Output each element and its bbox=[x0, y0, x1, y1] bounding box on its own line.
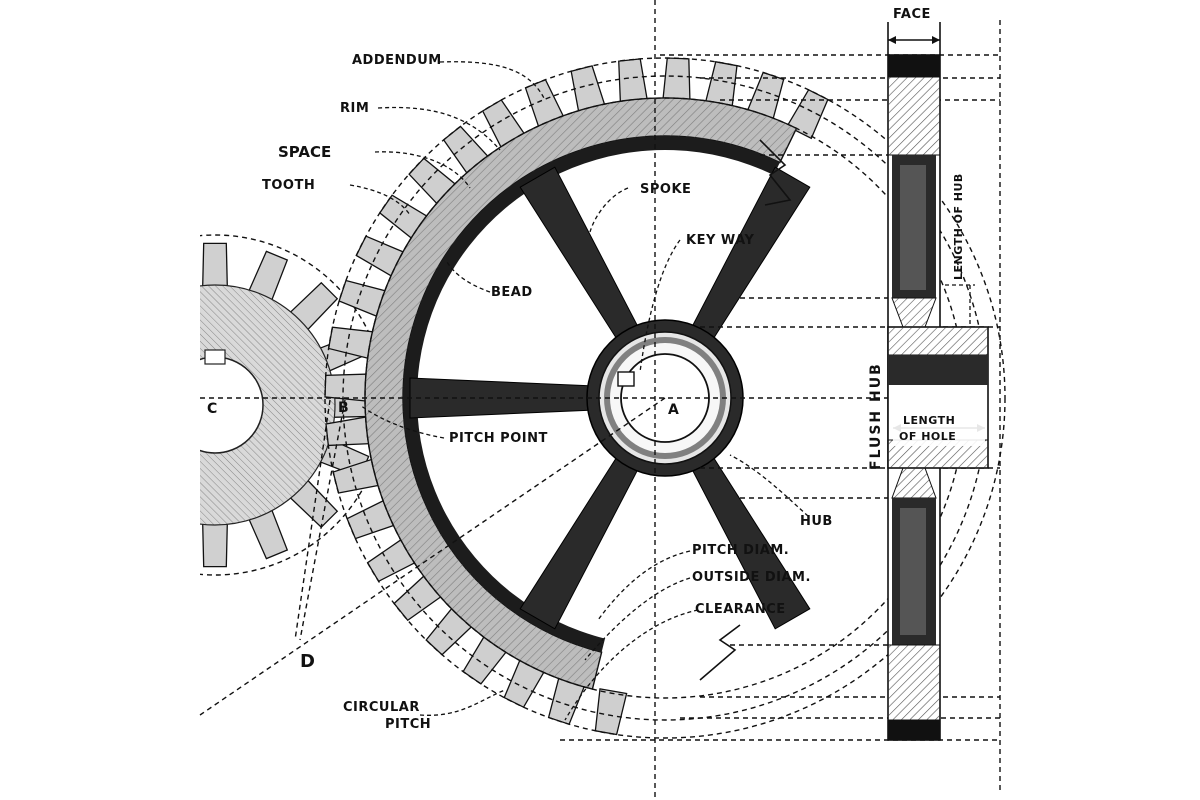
label-length-of-hub: LENGTH OF HUB bbox=[952, 173, 965, 280]
label-of-hole: OF HOLE bbox=[899, 430, 956, 443]
label-outside-diam: OUTSIDE DIAM. bbox=[692, 570, 811, 585]
pinion-gear bbox=[200, 234, 386, 576]
label-circular: CIRCULAR bbox=[343, 700, 420, 715]
point-a: A bbox=[668, 402, 679, 418]
label-bead: BEAD bbox=[491, 285, 533, 300]
label-space: SPACE bbox=[278, 143, 331, 161]
gear-spoke bbox=[688, 166, 811, 345]
label-pitch-diam: PITCH DIAM. bbox=[692, 543, 789, 558]
label-leader-lines bbox=[349, 61, 809, 721]
gear-spoke bbox=[519, 166, 642, 345]
gear-tooth bbox=[618, 58, 649, 105]
label-length: LENGTH bbox=[903, 414, 955, 427]
label-flush-hub: FLUSH HUB bbox=[868, 362, 884, 470]
gear-side-view bbox=[887, 22, 989, 741]
point-c: C bbox=[207, 401, 217, 417]
pinion-tooth bbox=[202, 521, 228, 568]
label-hub: HUB bbox=[800, 514, 833, 529]
label-spoke: SPOKE bbox=[640, 182, 691, 197]
gear-tooth bbox=[662, 57, 691, 102]
gear-spoke bbox=[519, 451, 642, 630]
label-tooth: TOOTH bbox=[262, 178, 315, 193]
label-face: FACE bbox=[893, 7, 931, 22]
point-b: B bbox=[338, 400, 349, 416]
gear-tooth bbox=[324, 373, 369, 402]
label-key-way: KEY WAY bbox=[686, 233, 754, 248]
label-addendum: ADDENDUM bbox=[352, 53, 442, 68]
pinion-tooth bbox=[202, 242, 228, 289]
main-gear bbox=[324, 57, 829, 736]
label-rim: RIM bbox=[340, 101, 369, 116]
point-d: D bbox=[300, 651, 315, 672]
gear-tooth bbox=[594, 688, 628, 736]
label-pitch: PITCH bbox=[385, 717, 431, 732]
gear-tooth bbox=[786, 88, 829, 140]
label-pitch-point: PITCH POINT bbox=[449, 431, 548, 446]
label-clearance: CLEARANCE bbox=[695, 602, 786, 617]
